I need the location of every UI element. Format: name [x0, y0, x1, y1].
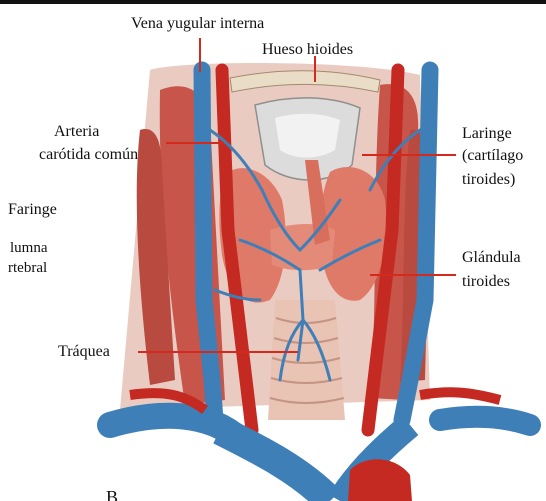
lower-right-artery: [420, 392, 500, 400]
label-laringe: Laringe: [462, 124, 512, 143]
label-tiroides-gland: tiroides: [462, 272, 510, 291]
label-hueso-hioides: Hueso hioides: [262, 40, 353, 59]
cartilage-shading: [275, 114, 340, 158]
label-vertebral: rtebral: [8, 259, 47, 278]
top-border: [0, 0, 546, 4]
label-columna: lumna: [10, 239, 48, 258]
aortic-arch: [348, 459, 412, 501]
label-arteria: Arteria: [54, 122, 99, 141]
label-cartilago: (cartílago: [462, 146, 523, 165]
label-vena-yugular-interna: Vena yugular interna: [131, 14, 264, 33]
label-tiroides-cartilage: tiroides): [462, 170, 515, 189]
label-glandula: Glándula: [462, 248, 521, 267]
right-subclavian-vein: [440, 417, 530, 425]
label-carotida-comun: carótida común: [39, 145, 138, 164]
label-faringe: Faringe: [8, 200, 57, 219]
label-partial-letter: B: [106, 488, 118, 501]
label-traquea: Tráquea: [58, 342, 110, 361]
left-brachiocephalic-vein: [220, 430, 330, 501]
